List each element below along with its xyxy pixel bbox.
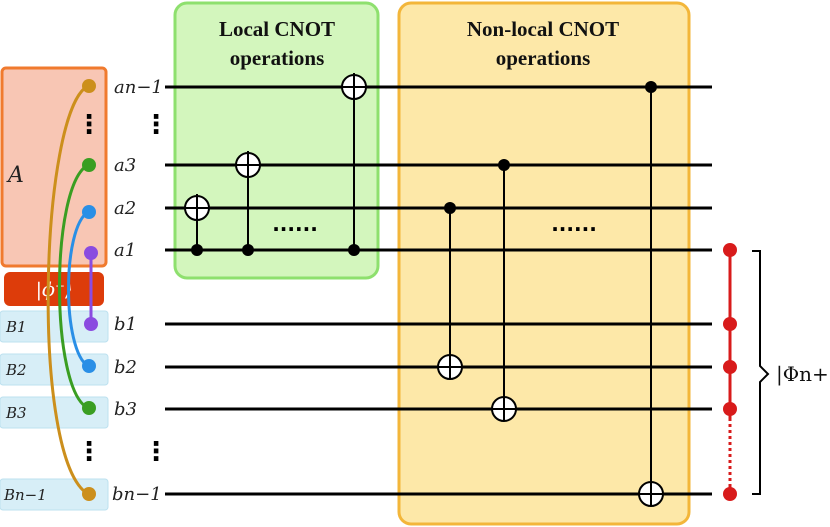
party-b2-box (0, 353, 109, 386)
local-cnot-2-control (242, 244, 254, 256)
bell-pair-box (4, 272, 104, 306)
nonlocal-cnot-2-control (498, 159, 510, 171)
wire-label-a2: a2 (114, 198, 136, 219)
local-cnot-3-target (341, 74, 367, 100)
output-dot-bn (723, 487, 737, 501)
output-dot-b2 (723, 360, 737, 374)
wire-label-b-n-1: bn−1 (112, 484, 162, 505)
local-gates-ellipsis: ...... (272, 212, 318, 236)
local-cnot-title-line2: operations (230, 46, 325, 70)
output-dot-b3 (723, 402, 737, 416)
entangle-curve-green (58, 163, 89, 410)
b-column-ellipsis: ⋮ (76, 437, 102, 467)
entangle-curve-orange (46, 84, 89, 496)
party-a-box (0, 66, 108, 268)
local-cnot-1-control (191, 244, 203, 256)
nonlocal-cnot-title-line1: Non-local CNOT (467, 17, 619, 41)
wire-label-a3: a3 (114, 155, 136, 176)
qubit-dot-green-a (82, 158, 96, 172)
nonlocal-cnot-box (397, 1, 691, 526)
wire-label-a1: a1 (114, 240, 136, 261)
party-b1-box (0, 310, 109, 343)
result-brace (752, 250, 770, 495)
local-cnot-title-line1: Local CNOT (219, 17, 335, 41)
qubit-dot-purple-a (84, 246, 98, 260)
party-a-label: A (6, 163, 24, 188)
party-b2-label: B2 (5, 361, 27, 379)
qubit-dot-orange-b (82, 487, 96, 501)
result-state-label: |Φn+⟩ (776, 362, 830, 387)
local-cnot-2-target (235, 152, 261, 178)
wire-label-b1: b1 (114, 314, 137, 335)
nonlocal-cnot-3-target (638, 481, 664, 507)
local-cnot-box (173, 1, 380, 280)
nonlocal-cnot-1-target (437, 354, 463, 380)
nonlocal-cnot-1-control (444, 202, 456, 214)
nonlocal-gates-ellipsis: ...... (551, 212, 597, 236)
qubit-dot-blue-b (82, 359, 96, 373)
qubit-dot-orange-a (82, 79, 96, 93)
label-ellipsis-top: ⋮ (143, 110, 169, 140)
local-cnot-3-control (348, 244, 360, 256)
a-box-ellipsis: ⋮ (76, 110, 102, 140)
party-b1-label: B1 (5, 318, 27, 336)
qubit-dot-blue-a (82, 205, 96, 219)
output-dot-b1 (723, 317, 737, 331)
bell-pair-label: |ϕ⁺⟩ (36, 279, 73, 301)
output-dot-a1 (723, 243, 737, 257)
qubit-dot-purple-b (84, 317, 98, 331)
wire-label-b3: b3 (114, 399, 137, 420)
wire-label-a-n-1: an−1 (114, 77, 163, 98)
party-bn-label: Bn−1 (3, 486, 47, 504)
nonlocal-cnot-3-control (645, 81, 657, 93)
local-cnot-1-target (184, 195, 210, 221)
party-b3-label: B3 (5, 404, 27, 422)
nonlocal-cnot-title-line2: operations (496, 46, 591, 70)
label-ellipsis-bottom: ⋮ (143, 437, 169, 467)
nonlocal-cnot-2-target (491, 396, 517, 422)
qubit-dot-green-b (82, 401, 96, 415)
entangle-curve-blue (67, 210, 89, 368)
wire-label-b2: b2 (114, 357, 137, 378)
